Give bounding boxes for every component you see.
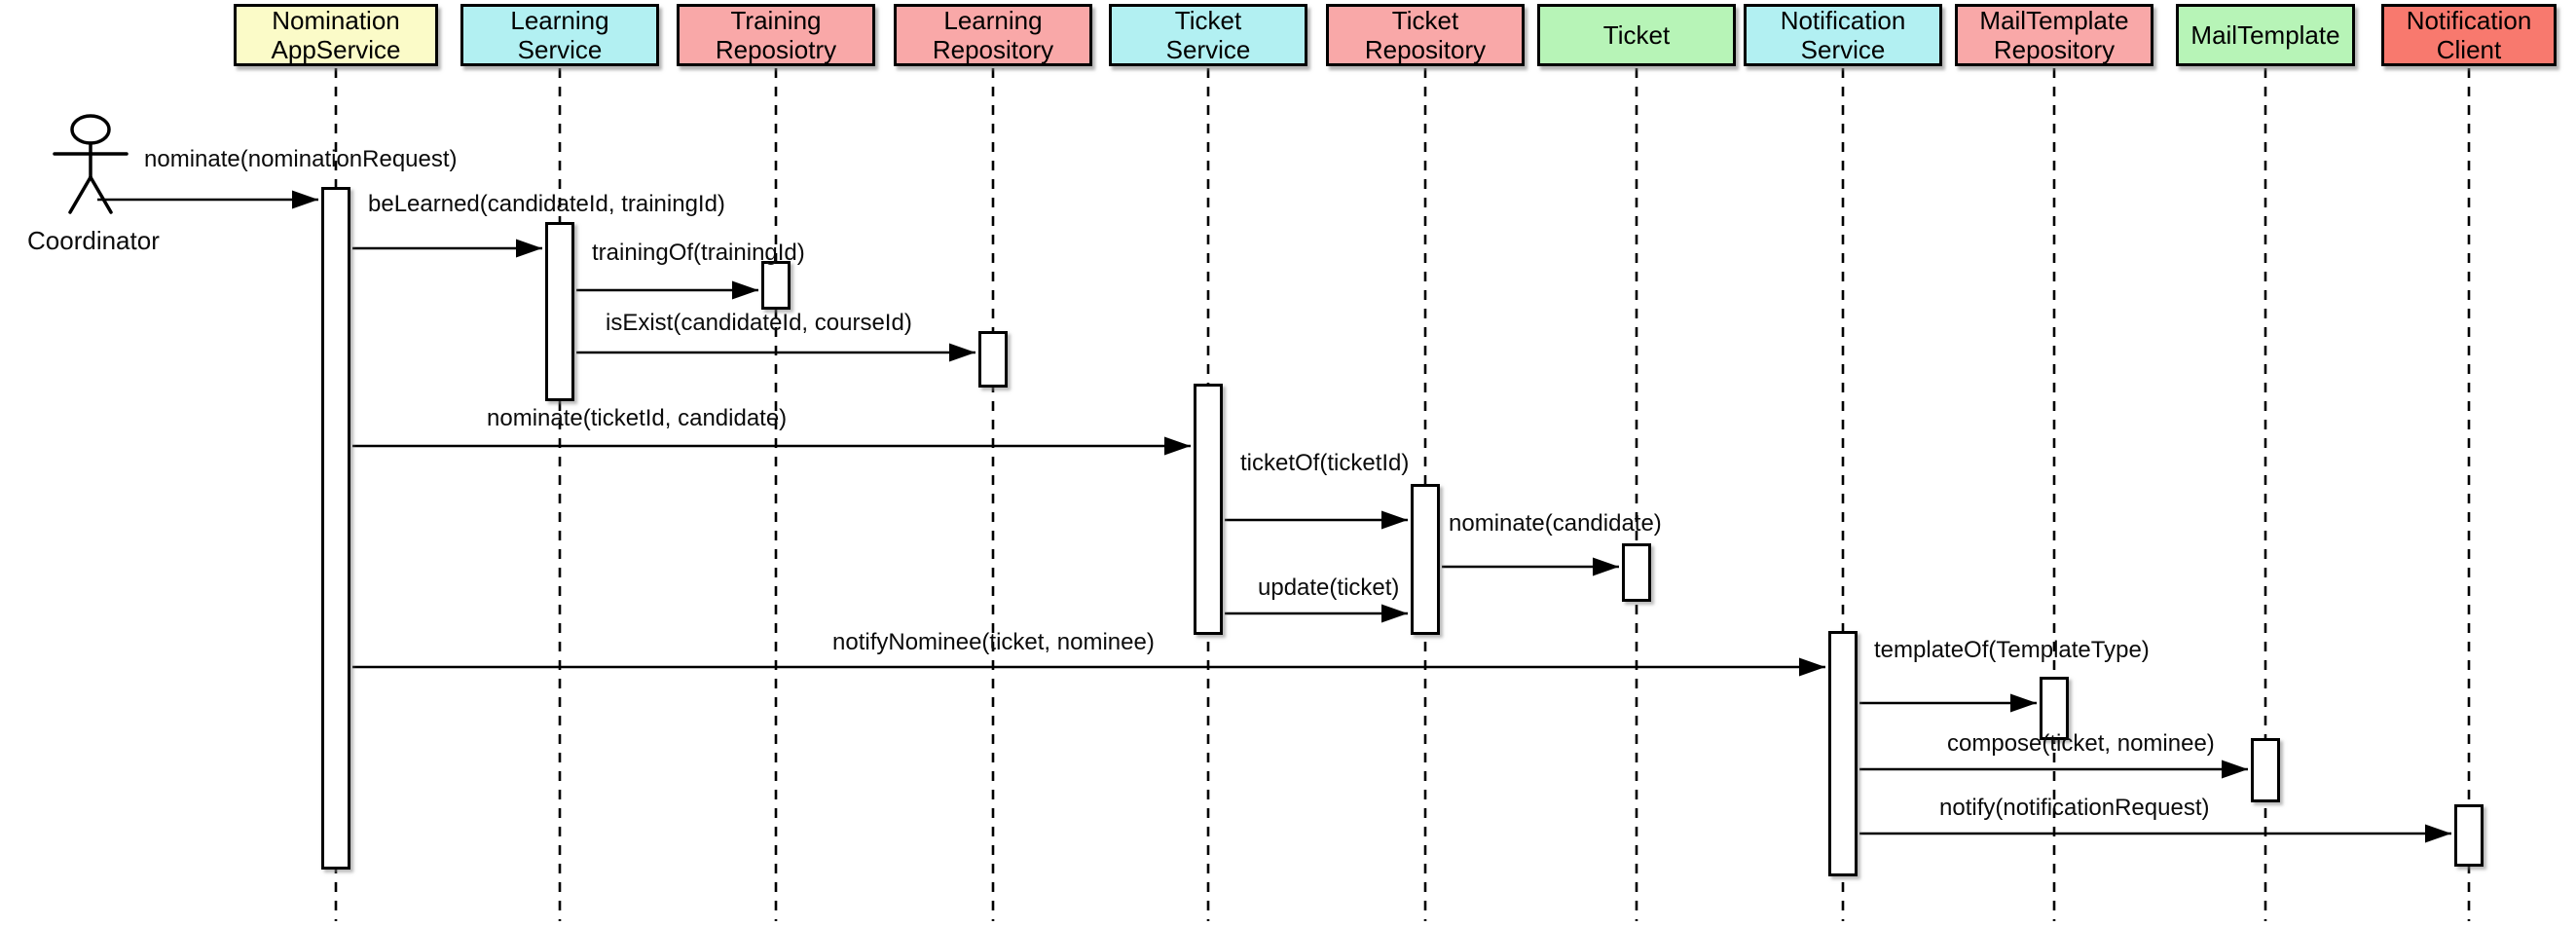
activation-mailtemplate (2251, 738, 2280, 802)
participant-label-line1: MailTemplate (1979, 6, 2129, 35)
participant-label-line2: Client (2436, 35, 2502, 64)
activation-mailtemplate-repository (2040, 677, 2069, 740)
participant-label-line1: Notification (1780, 6, 1906, 35)
actor-figure[interactable] (53, 114, 129, 214)
participant-learning-service[interactable]: Learning Service (460, 4, 659, 66)
activation-training-repository (761, 261, 791, 310)
activation-notification-service (1828, 631, 1858, 876)
arrows-group (97, 190, 2451, 843)
participant-ticket-service[interactable]: Ticket Service (1109, 4, 1307, 66)
message-label-7: nominate(candidate) (1449, 510, 1662, 537)
activation-ticket-service (1194, 384, 1223, 635)
message-label-2: beLearned(candidateId, trainingId) (368, 191, 725, 217)
participant-mailtemplate-repository[interactable]: MailTemplate Repository (1955, 4, 2153, 66)
participant-training-repository[interactable]: Training Reposiotry (677, 4, 875, 66)
actor-left-leg (68, 175, 92, 214)
participant-label-line1: Learning (510, 6, 609, 35)
message-label-4: isExist(candidateId, courseId) (606, 310, 912, 336)
message-label-5: nominate(ticketId, candidate) (487, 405, 788, 431)
participant-label-line1: Nomination (272, 6, 400, 35)
participant-ticket-repository[interactable]: Ticket Repository (1326, 4, 1525, 66)
message-label-8: update(ticket) (1258, 575, 1400, 601)
participant-nomination-appservice[interactable]: Nomination AppService (234, 4, 438, 66)
message-label-12: notify(notificationRequest) (1939, 795, 2210, 821)
participant-learning-repository[interactable]: Learning Repository (894, 4, 1092, 66)
participant-label-line1: Notification (2406, 6, 2532, 35)
participant-label-line1: Ticket (1602, 20, 1671, 50)
participant-label-line1: MailTemplate (2190, 20, 2340, 50)
actor-head (70, 114, 111, 145)
participant-label-line2: Service (517, 35, 603, 64)
activation-nomination-appservice (321, 187, 350, 870)
message-label-3: trainingOf(trainingId) (592, 240, 805, 266)
participant-label-line1: Learning (943, 6, 1043, 35)
activation-learning-repository (978, 331, 1008, 388)
message-label-10: templateOf(TemplateType) (1874, 637, 2150, 663)
participant-ticket[interactable]: Ticket (1537, 4, 1736, 66)
participant-label-line2: Repository (1993, 35, 2116, 64)
participant-mailtemplate[interactable]: MailTemplate (2176, 4, 2355, 66)
message-label-11: compose(ticket, nominee) (1947, 730, 2215, 757)
participant-label-line1: Ticket (1391, 6, 1459, 35)
participant-notification-client[interactable]: Notification Client (2381, 4, 2557, 66)
participant-notification-service[interactable]: Notification Service (1744, 4, 1942, 66)
participant-label-line2: Service (1165, 35, 1251, 64)
participant-label-line1: Ticket (1174, 6, 1242, 35)
activation-notification-client (2454, 804, 2484, 867)
participant-label-line2: Repository (932, 35, 1054, 64)
message-label-1: nominate(nominationRequest) (144, 146, 458, 172)
message-label-6: ticketOf(ticketId) (1240, 450, 1410, 476)
activation-ticket (1622, 543, 1651, 602)
actor-right-leg (89, 175, 113, 214)
participant-label-line1: Training (730, 6, 822, 35)
participant-label-line2: Repository (1364, 35, 1487, 64)
activation-learning-service (545, 222, 574, 401)
participant-label-line2: AppService (271, 35, 401, 64)
actor-label: Coordinator (27, 226, 160, 255)
participant-label-line2: Service (1800, 35, 1886, 64)
activation-ticket-repository (1411, 484, 1440, 635)
participant-label-line2: Reposiotry (715, 35, 837, 64)
message-label-9: notifyNominee(ticket, nominee) (832, 629, 1155, 655)
